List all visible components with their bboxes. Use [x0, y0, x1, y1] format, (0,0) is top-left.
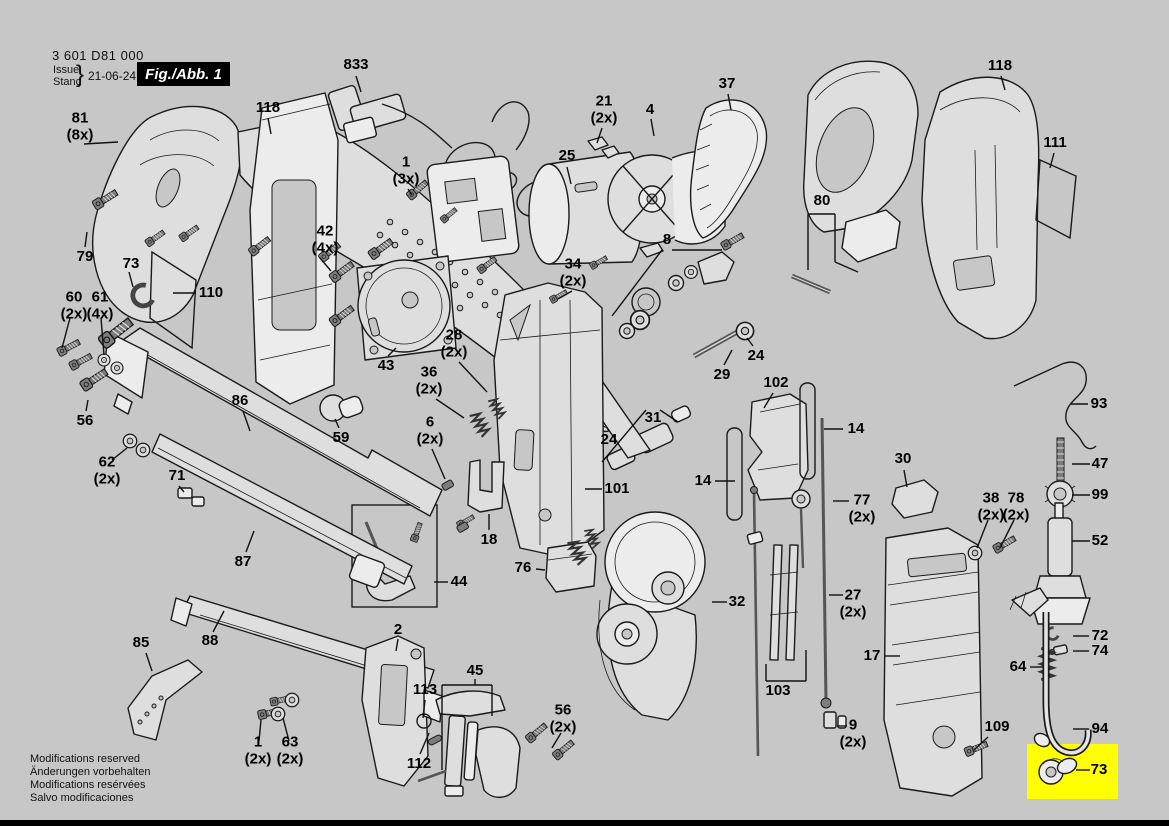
notice-line-de: Änderungen vorbehalten: [30, 765, 151, 778]
sketch-gearbox-101: [493, 282, 651, 559]
issue-date: 21-06-24: [88, 69, 137, 83]
modifications-notice: Modifications reserved Änderungen vorbeh…: [30, 753, 150, 805]
leader-lines: [61, 75, 1090, 771]
sketch-switch-833: [327, 84, 584, 253]
sketch-plunger-52: [1009, 502, 1091, 625]
notice-line-fr: Modifications resérvées: [30, 778, 146, 791]
sketch-levers-45: [417, 690, 521, 798]
stand-label-text: Stand: [53, 76, 82, 89]
sketch-fork-18: [467, 459, 505, 513]
sketch-wire-93: [1013, 361, 1097, 450]
sketch-belt-14-right: [799, 382, 816, 480]
sketch-motor-assembly: [528, 99, 768, 265]
figure-label-text: Fig./Abb. 1: [145, 65, 222, 83]
sketch-bracket-2: [361, 635, 443, 787]
sketch-card-110: [149, 250, 197, 350]
sketch-nut-77: [791, 489, 811, 569]
sketch-belt-14-left: [726, 427, 743, 521]
sketch-clip-73-selected[interactable]: [1038, 755, 1079, 785]
issue-stand-label: Issue Stand: [53, 64, 82, 88]
sketch-guide-30: [891, 479, 939, 519]
sketch-rail-87: [151, 433, 413, 588]
sketch-housing-top-right: [791, 60, 1077, 340]
figure-label-box: Fig./Abb. 1: [137, 62, 230, 86]
sketch-hardware-8: [557, 230, 746, 357]
sketch-fasteners: [55, 178, 1018, 762]
sketch-pulley-32: [596, 511, 706, 721]
sketch-rods: [746, 417, 847, 757]
sketch-trigger-module: [426, 101, 530, 263]
sketch-frame-118-left: [249, 92, 339, 405]
sketch-tube-94: [1033, 612, 1092, 757]
sketch-rail-86: [103, 327, 443, 517]
sketch-bracket-102: [747, 393, 809, 501]
sketch-rod-47: [1056, 437, 1065, 487]
document-part-number: 3 601 D81 000: [52, 48, 144, 63]
issue-stand-brace: }: [76, 61, 85, 88]
notice-line-en: Modifications reserved: [30, 753, 141, 765]
sketch-plate-43: [356, 255, 457, 361]
notice-line-es: Salvo modificaciones: [30, 791, 134, 804]
sketch-block-76: [545, 541, 597, 593]
issue-label-text: Issue: [53, 64, 80, 76]
page-bottom-bar: [0, 820, 1169, 826]
sketch-handle-85: [127, 659, 203, 741]
sketch-magazine-17: [883, 527, 983, 797]
